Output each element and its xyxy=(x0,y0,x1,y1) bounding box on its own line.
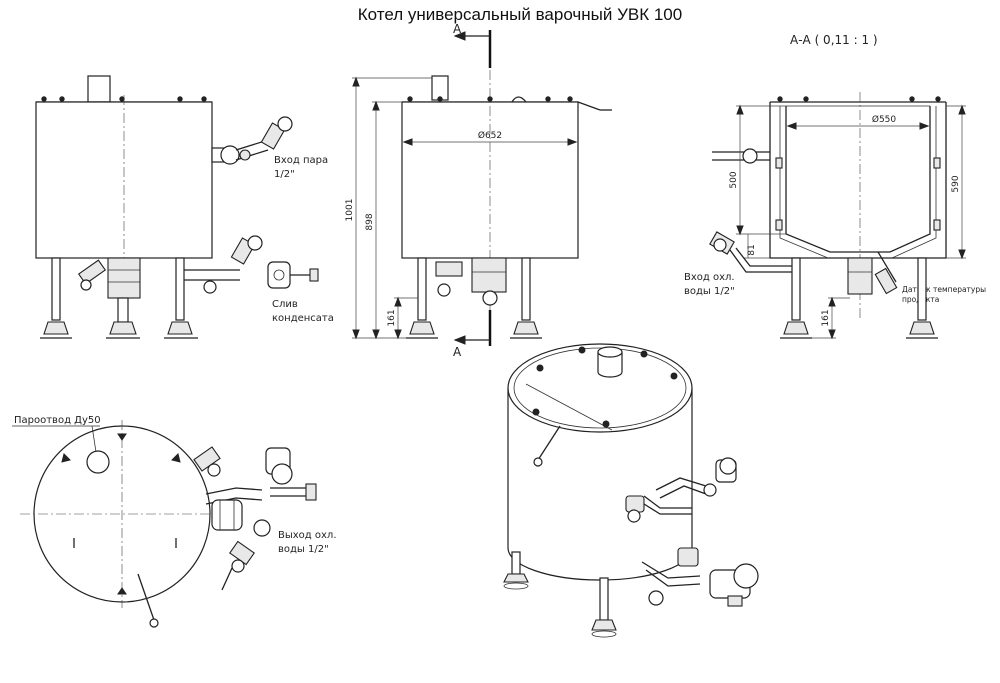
total-height-dim: 1001 xyxy=(345,199,355,222)
side-view: А А Ø652 xyxy=(345,22,612,359)
vent-pipe xyxy=(87,75,111,103)
section-mark-top: А xyxy=(453,22,462,36)
temp-sensor-label: Датчик температуры xyxy=(902,285,986,294)
outer-diameter-dim: Ø652 xyxy=(478,130,502,141)
drawing-title: Котел универсальный варочный УВК 100 xyxy=(358,5,682,24)
rim-height-dim: 898 xyxy=(365,213,375,230)
section-leg-height-dim: 161 xyxy=(821,309,831,326)
iso-lid xyxy=(507,343,693,433)
cooling-outlet-size: воды 1/2" xyxy=(278,544,329,555)
condensate-label-2: конденсата xyxy=(272,313,334,324)
cooling-inlet-label: Вход охл. xyxy=(684,272,735,283)
cooling-inlet-size: воды 1/2" xyxy=(684,286,735,297)
lid-bolts xyxy=(41,96,207,102)
section-mark-bottom: А xyxy=(453,345,462,359)
cooling-outlet-label: Выход охл. xyxy=(278,530,337,541)
isometric-view xyxy=(503,343,759,638)
steam-inlet-size: 1/2" xyxy=(274,169,295,180)
jacket-height-dim: 500 xyxy=(729,171,739,188)
steam-inlet-label: Вход пара xyxy=(274,155,328,166)
front-legs xyxy=(40,257,198,339)
leg-height-dim: 161 xyxy=(387,309,397,326)
section-view-label: А-А ( 0,11 : 1 ) xyxy=(790,33,878,47)
front-view: Вход пара 1/2" Слив конденсата xyxy=(35,75,334,339)
inner-depth-dim: 590 xyxy=(951,175,961,192)
inner-vessel xyxy=(785,106,931,253)
steam-vent-label: Пароотвод Ду50 xyxy=(14,415,101,426)
steam-vent-opening xyxy=(86,450,110,474)
inner-diameter-dim: Ø550 xyxy=(872,114,897,125)
condensate-trap xyxy=(267,261,291,289)
section-view: А-А ( 0,11 : 1 ) Ø550 500 xyxy=(684,33,986,340)
condensate-label: Слив xyxy=(272,299,298,310)
bottom-offset-dim: 81 xyxy=(747,244,757,255)
top-view: Пароотвод Ду50 Выход охл. воды 1/2" xyxy=(12,415,337,628)
bottom-outlet xyxy=(107,257,141,299)
